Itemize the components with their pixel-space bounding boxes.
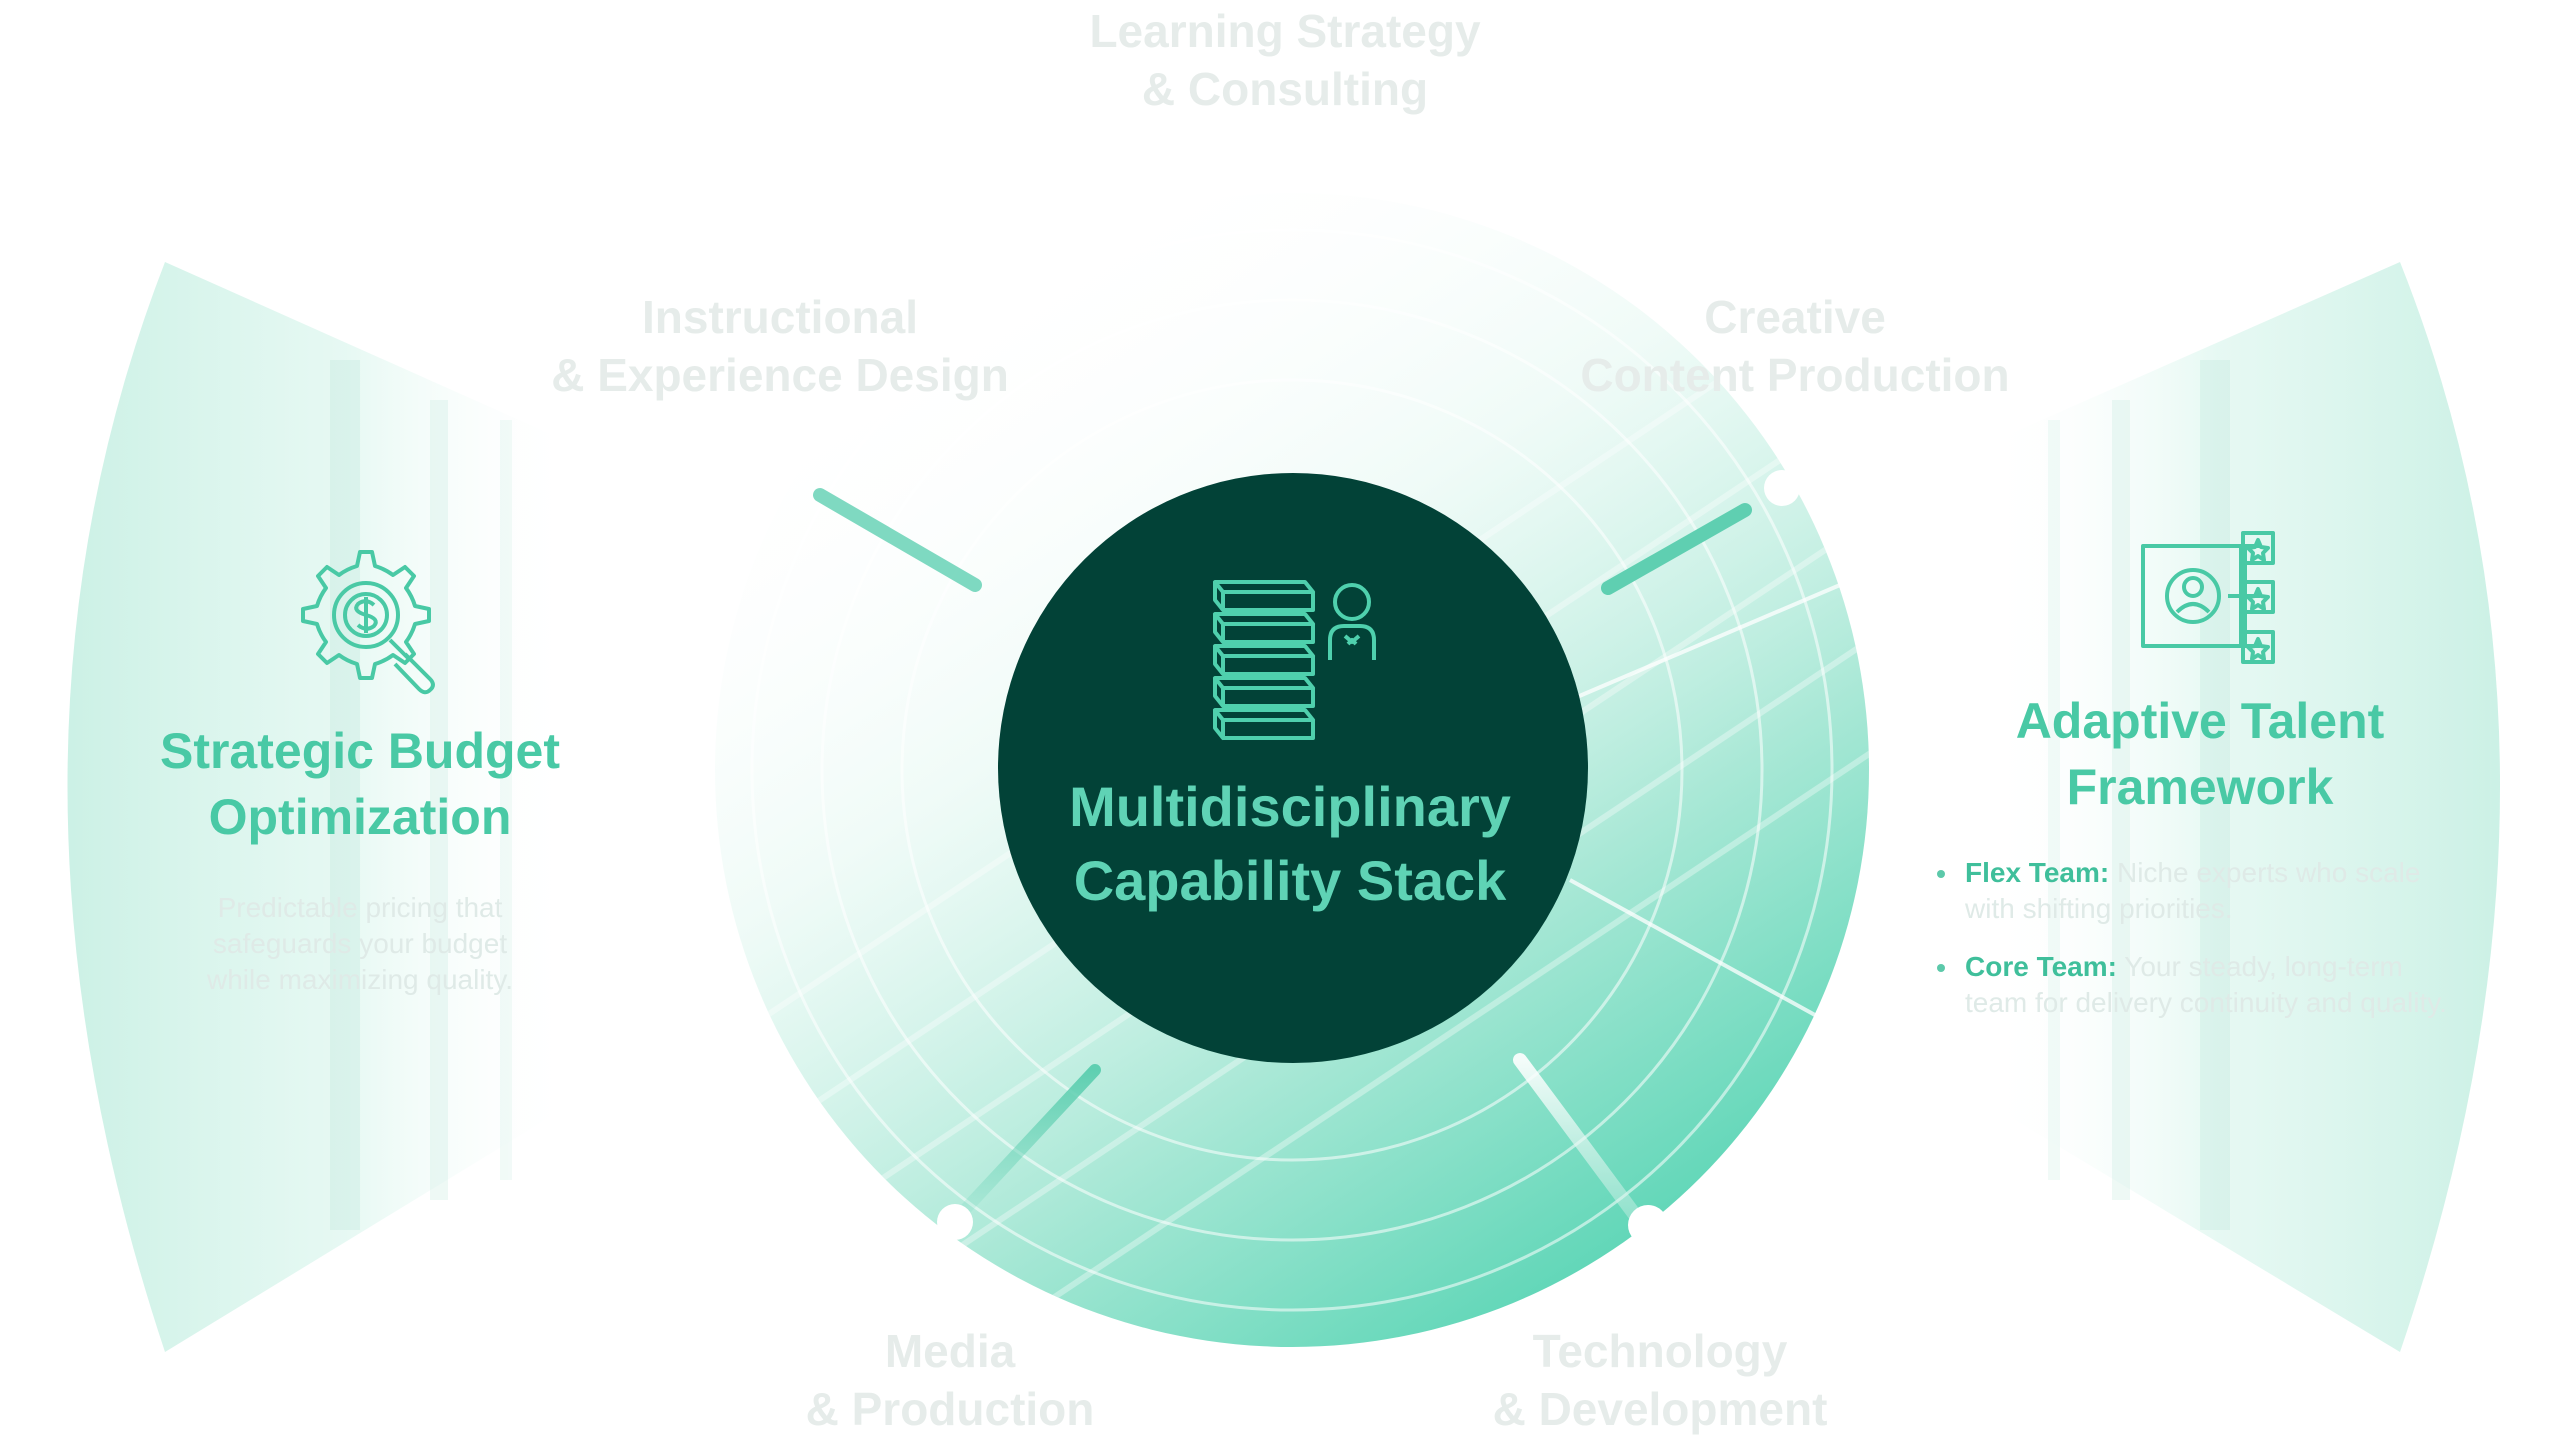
spoke-upper-right	[1601, 503, 1752, 595]
left-panel-stripes	[330, 360, 512, 1230]
spoke-label-lower-right: Technology & Development	[1450, 1322, 1870, 1438]
spoke-lower-right-line1: Technology	[1532, 1325, 1788, 1377]
left-panel-shape	[67, 262, 575, 1352]
spoke-upper-right-line1: Creative	[1704, 291, 1886, 343]
spoke-node-lower-left	[937, 1204, 973, 1240]
spoke-upper-right-line2: Content Production	[1580, 349, 2010, 401]
spoke-top-line2: & Consulting	[1141, 63, 1429, 115]
right-panel-shape	[1985, 262, 2500, 1352]
center-title-line2: Capability Stack	[1073, 849, 1507, 912]
left-panel-title-line2: Optimization	[208, 789, 512, 845]
left-panel-body: Predictable pricing that safeguards your…	[160, 890, 560, 998]
spoke-upper-left	[813, 488, 982, 592]
bullet-flex-team-key: Flex Team:	[1965, 857, 2110, 888]
left-panel-title: Strategic Budget Optimization	[110, 718, 610, 850]
spoke-label-top: Learning Strategy & Consulting	[1035, 2, 1535, 118]
right-panel-stripes	[2048, 360, 2230, 1230]
bullet-core-team: Core Team: Your steady, long-term team f…	[1935, 949, 2495, 1021]
spoke-lower-left-line2: & Production	[805, 1383, 1095, 1435]
center-circle	[998, 473, 1588, 1063]
left-panel-title-line1: Strategic Budget	[159, 723, 561, 779]
spoke-upper-left-line1: Instructional	[641, 291, 919, 343]
center-title: Multidisciplinary Capability Stack	[1000, 770, 1580, 918]
bullet-core-team-line2: team for delivery continuity and quality…	[1965, 987, 2447, 1018]
left-panel-body-line1: Predictable pricing that	[217, 892, 503, 923]
right-panel-title-line1: Adaptive Talent	[2015, 693, 2385, 749]
bullet-flex-team: Flex Team: Niche experts who scale with …	[1935, 855, 2495, 927]
spoke-node-upper-right	[1764, 470, 1800, 506]
spoke-lower-left	[954, 1064, 1101, 1221]
spoke-label-upper-left: Instructional & Experience Design	[520, 288, 1040, 404]
spoke-node-lower-right	[1628, 1205, 1668, 1245]
right-panel-title: Adaptive Talent Framework	[1960, 688, 2440, 820]
spoke-label-upper-right: Creative Content Production	[1545, 288, 2045, 404]
spoke-upper-left-line2: & Experience Design	[551, 349, 1009, 401]
center-title-line1: Multidisciplinary	[1069, 775, 1511, 838]
bullet-flex-team-line2: with shifting priorities.	[1965, 893, 2233, 924]
bullet-flex-team-line1: Niche experts who scale	[2116, 857, 2421, 888]
spoke-label-lower-left: Media & Production	[760, 1322, 1140, 1438]
spoke-lower-right-line2: & Development	[1492, 1383, 1828, 1435]
right-panel-title-line2: Framework	[2066, 759, 2334, 815]
spoke-lower-left-line1: Media	[884, 1325, 1016, 1377]
bullet-core-team-key: Core Team:	[1965, 951, 2117, 982]
talent-framework-icon	[2141, 531, 2275, 664]
capability-stack-icon	[1213, 580, 1376, 740]
left-panel-body-line2: safeguards your budget	[212, 928, 508, 959]
budget-gear-search-icon	[301, 550, 435, 695]
spoke-lower-right	[1513, 1053, 1642, 1222]
bullet-core-team-line1: Your steady, long-term	[2124, 951, 2403, 982]
right-panel-bullets: Flex Team: Niche experts who scale with …	[1935, 855, 2495, 1043]
left-panel-body-line3: while maximizing quality.	[206, 964, 514, 995]
spoke-top-line1: Learning Strategy	[1089, 5, 1481, 57]
disk-divider-lines	[1569, 583, 1841, 1017]
